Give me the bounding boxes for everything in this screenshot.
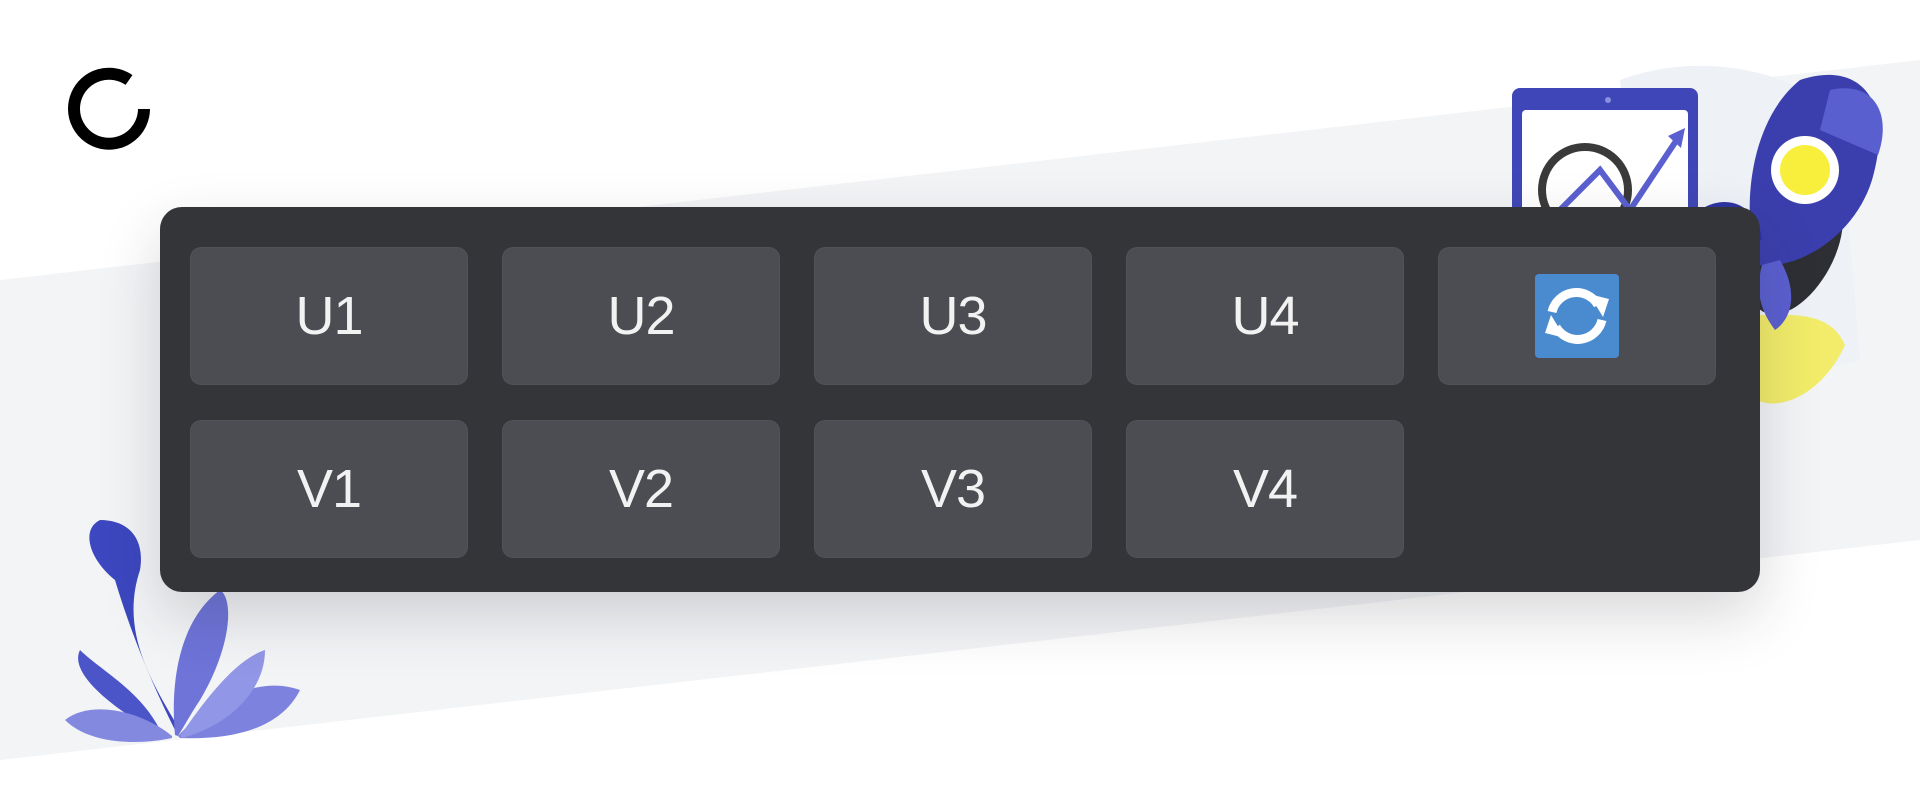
key-v1[interactable]: V1 (190, 420, 468, 558)
keypad-panel: U1 U2 U3 U4 V1 V2 V3 V4 (160, 207, 1760, 592)
refresh-button[interactable] (1438, 247, 1716, 385)
key-u3[interactable]: U3 (814, 247, 1092, 385)
key-v4[interactable]: V4 (1126, 420, 1404, 558)
key-u4[interactable]: U4 (1126, 247, 1404, 385)
key-v3[interactable]: V3 (814, 420, 1092, 558)
key-u2[interactable]: U2 (502, 247, 780, 385)
plant-illustration (65, 520, 300, 743)
refresh-icon (1535, 274, 1619, 358)
loading-spinner-icon (68, 67, 150, 150)
key-u1[interactable]: U1 (190, 247, 468, 385)
key-v2[interactable]: V2 (502, 420, 780, 558)
